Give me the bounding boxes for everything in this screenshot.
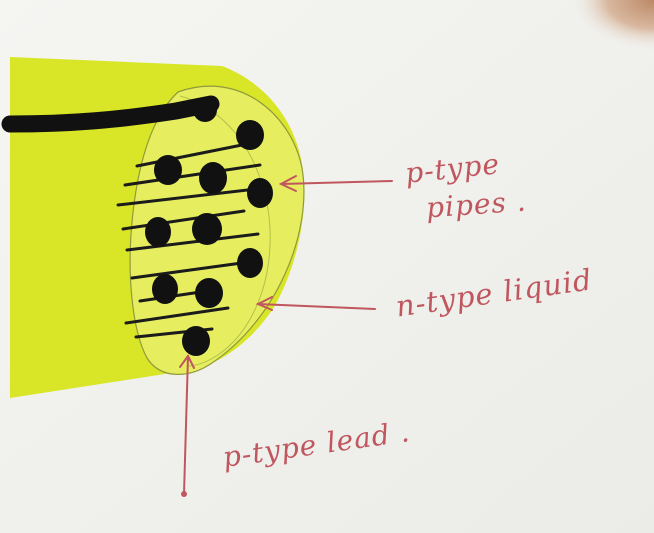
pipe-end <box>154 155 182 185</box>
pipe-end <box>152 274 178 304</box>
pipe-end <box>199 162 227 194</box>
pipe-end <box>247 178 273 208</box>
pipe-end <box>237 248 263 278</box>
pipe-end <box>236 120 264 150</box>
pipe-end <box>182 326 210 356</box>
lead-end-dot <box>193 98 217 122</box>
pipe-end <box>145 217 171 247</box>
p-type-lead-arrow-tail <box>181 491 187 497</box>
pipe-end <box>195 278 223 308</box>
label-p-type-pipes-line2: pipes . <box>425 185 528 225</box>
pipe-end <box>192 213 222 245</box>
